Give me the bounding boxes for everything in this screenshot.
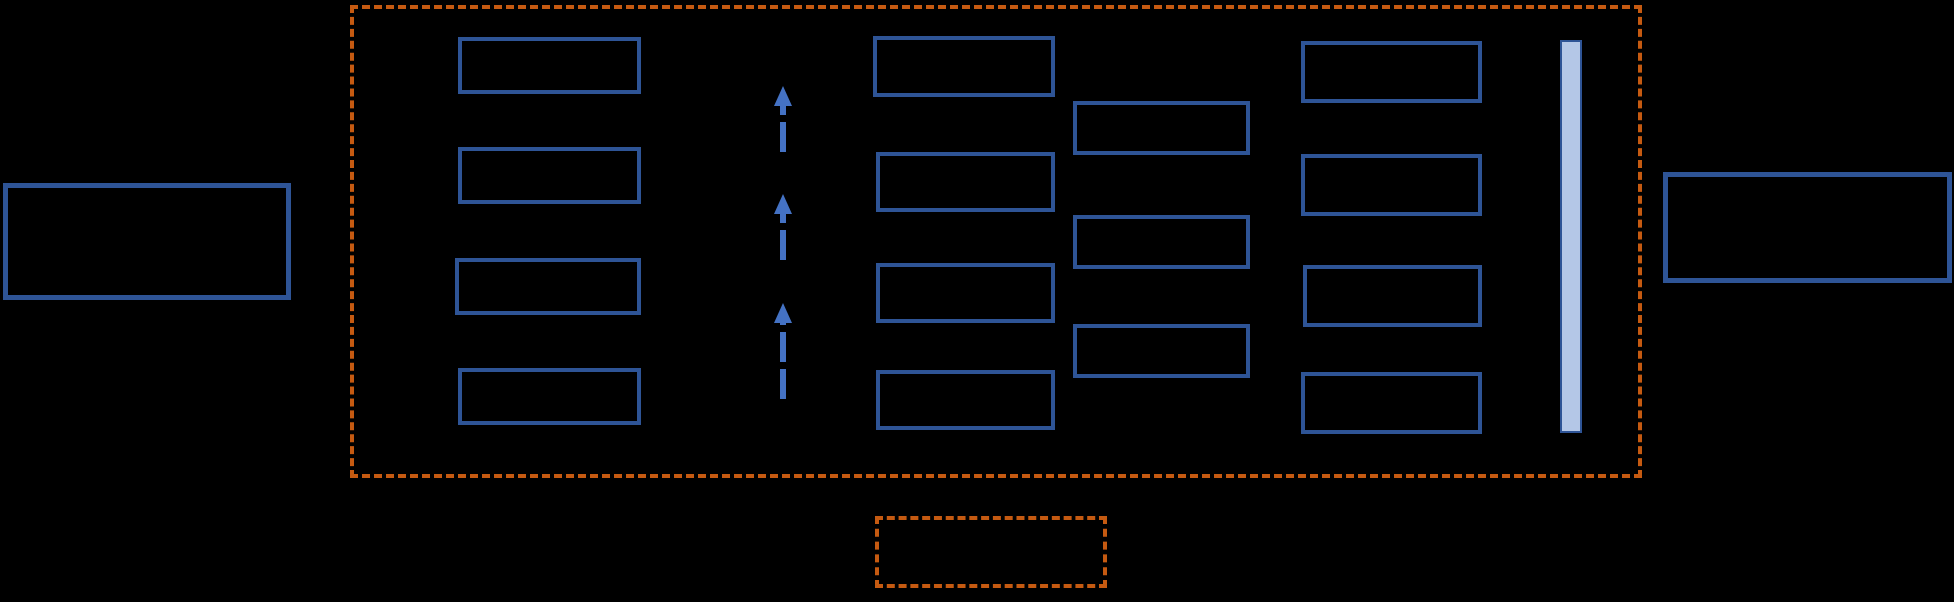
col1-box-4[interactable] xyxy=(458,368,641,425)
up-arrow-bottom xyxy=(772,303,794,399)
col4-box-4[interactable] xyxy=(1301,372,1482,434)
vertical-progress-bar[interactable] xyxy=(1560,40,1582,433)
col4-box-1[interactable] xyxy=(1301,41,1482,103)
outer-left-box[interactable] xyxy=(3,183,291,300)
up-arrow-top xyxy=(772,86,794,152)
col4-box-2[interactable] xyxy=(1301,154,1482,216)
col2-box-4[interactable] xyxy=(876,370,1055,430)
col1-box-1[interactable] xyxy=(458,37,641,94)
col2-box-2[interactable] xyxy=(876,152,1055,212)
main-dashed-container xyxy=(350,5,1642,478)
col3-box-2[interactable] xyxy=(1073,215,1250,269)
col1-box-3[interactable] xyxy=(455,258,641,315)
col4-box-3[interactable] xyxy=(1303,265,1482,327)
up-arrow-middle xyxy=(772,194,794,260)
col1-box-2[interactable] xyxy=(458,147,641,204)
col3-box-1[interactable] xyxy=(1073,101,1250,155)
col2-box-3[interactable] xyxy=(876,263,1055,323)
bottom-dashed-container xyxy=(875,516,1107,588)
col3-box-3[interactable] xyxy=(1073,324,1250,378)
outer-right-box[interactable] xyxy=(1663,172,1952,283)
col2-box-1[interactable] xyxy=(873,36,1055,97)
